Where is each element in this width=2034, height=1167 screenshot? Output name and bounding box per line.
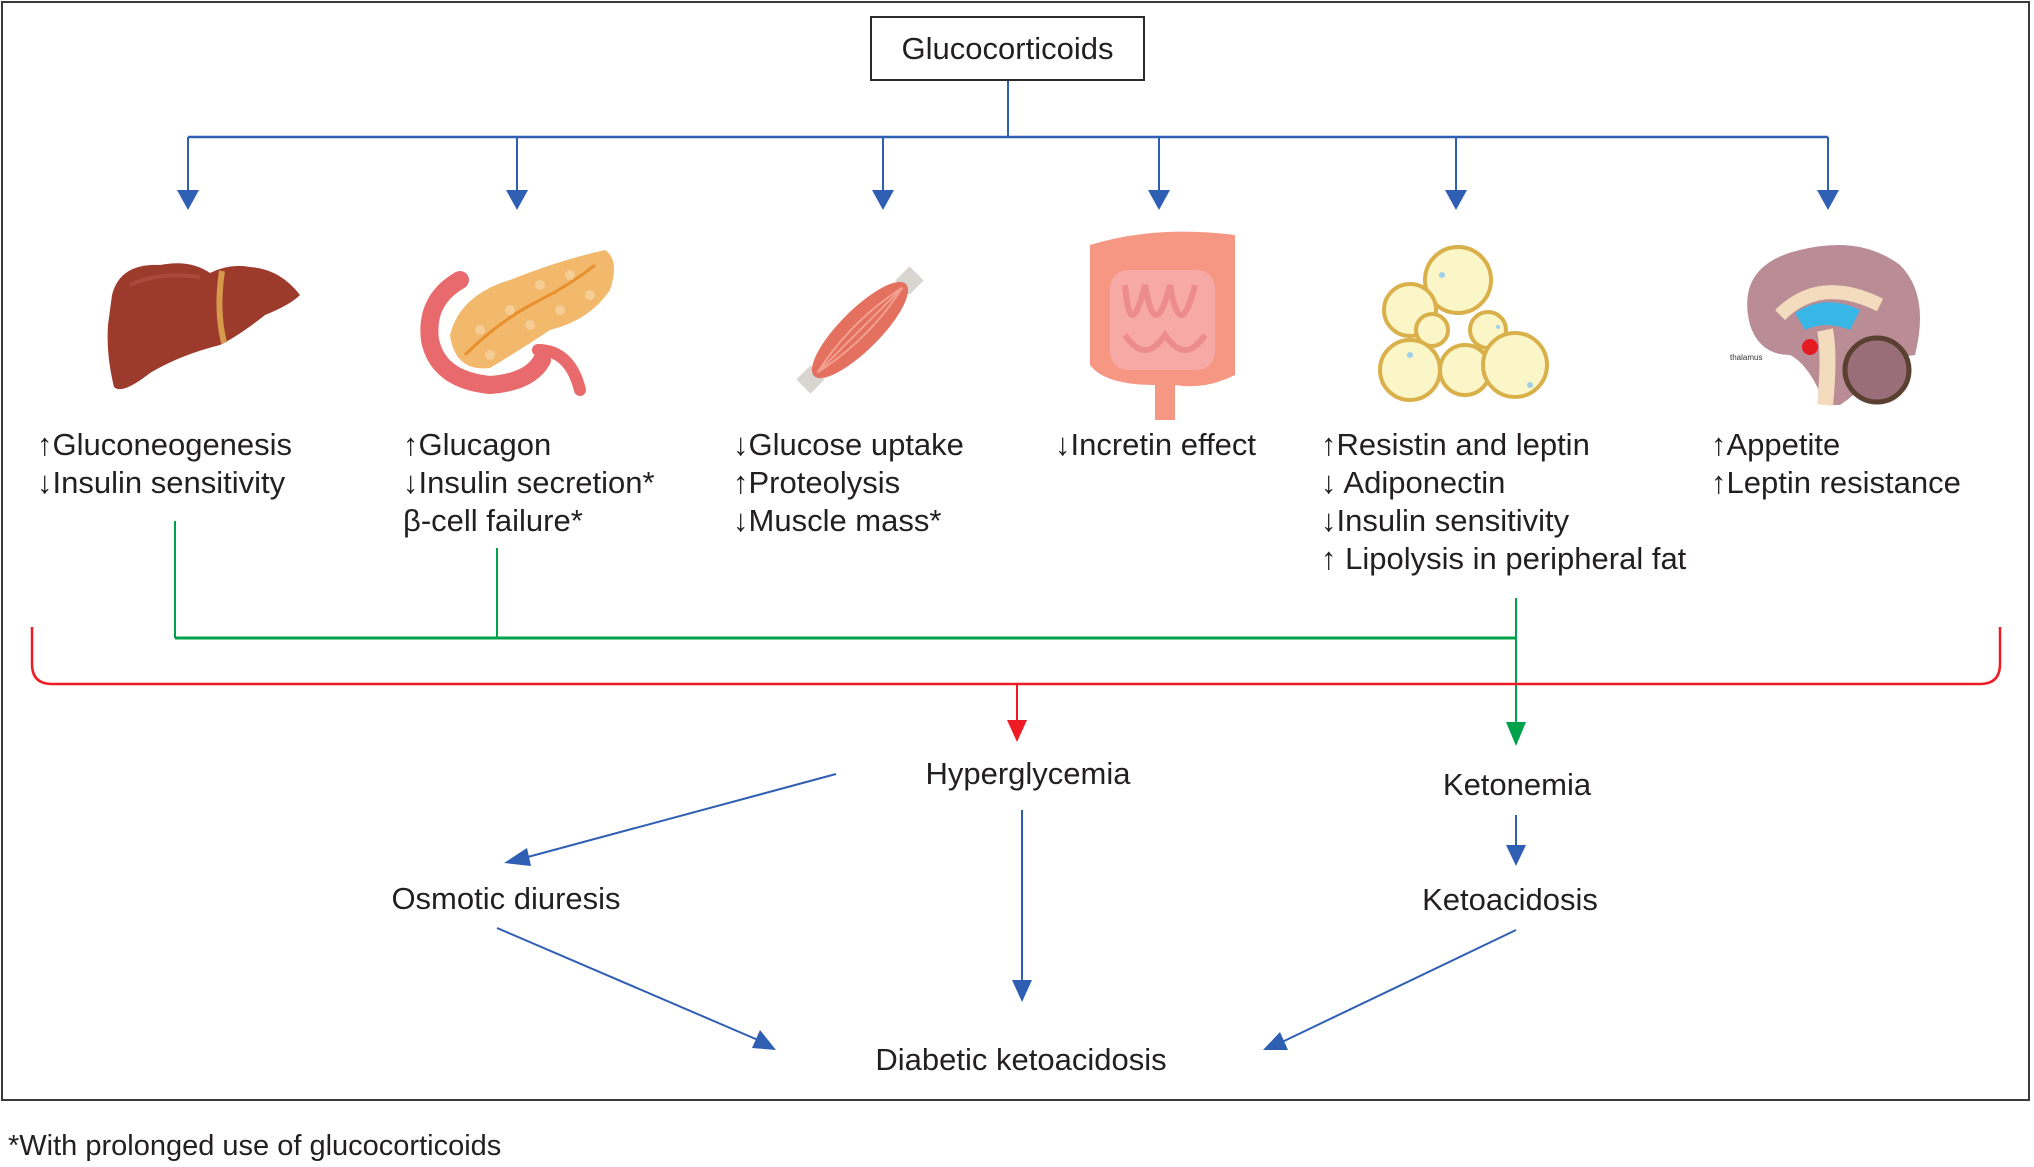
effect-item: ↓Incretin effect [1055, 427, 1257, 462]
intestine-icon [1090, 231, 1235, 420]
brain-effects: ↑Appetite ↑Leptin resistance [1711, 426, 1961, 502]
arrow-osmotic-to-dka [496, 927, 759, 1041]
green-arrowhead-ketonemia [1506, 722, 1526, 746]
effect-item: ↑Leptin resistance [1711, 465, 1961, 500]
liver-icon [107, 263, 300, 390]
red-arrowhead-hyperglycemia [1007, 720, 1027, 742]
organ-arrows [177, 137, 1839, 210]
pancreas-effects: ↑Glucagon ↓Insulin secretion* β-cell fai… [403, 426, 655, 540]
title-label: Glucocorticoids [901, 30, 1114, 66]
brain-icon: thalamus [1730, 245, 1920, 406]
arrowhead-intestine [1148, 190, 1170, 210]
ketoacidosis-node: Ketoacidosis [1422, 882, 1598, 917]
arrowhead-adipose [1445, 190, 1467, 210]
effect-item: ↓Insulin secretion* [403, 465, 655, 500]
footnote: *With prolonged use of glucocorticoids [8, 1130, 502, 1162]
liver-effects: ↑Gluconeogenesis ↓Insulin sensitivity [37, 426, 292, 502]
thalamus-label: thalamus [1730, 353, 1762, 362]
arrowhead-liver [177, 190, 199, 210]
hyperglycemia-node: Hyperglycemia [925, 756, 1131, 791]
arrowhead-pancreas [506, 190, 528, 210]
red-bracket [30, 627, 2002, 686]
arrowhead-osmotic [504, 848, 531, 866]
effect-item: ↑Gluconeogenesis [37, 427, 293, 462]
ketogenic-pathway [174, 521, 1526, 746]
arrowhead-dka-right [1263, 1032, 1288, 1050]
effect-item: ↓Muscle mass* [733, 503, 942, 538]
osmotic-diuresis-node: Osmotic diuresis [391, 881, 621, 916]
effect-item: β-cell failure* [403, 503, 583, 538]
ketonemia-node: Ketonemia [1442, 767, 1592, 802]
adipose-cells-icon [1378, 245, 1549, 402]
intestine-effects: ↓Incretin effect [1055, 426, 1256, 464]
hyperglycemic-bracket [30, 627, 2002, 742]
arrowhead-muscle [872, 190, 894, 210]
effect-item: ↓Insulin sensitivity [1321, 503, 1570, 538]
pancreas-icon [420, 250, 614, 396]
effect-item: ↑Proteolysis [733, 465, 901, 500]
glucocorticoids-box: Glucocorticoids [870, 16, 1145, 81]
adipose-effects: ↑Resistin and leptin ↓ Adiponectin ↓Insu… [1321, 426, 1686, 578]
arrow-hyperglycemia-to-osmotic [523, 773, 837, 859]
effect-item: ↑ Lipolysis in peripheral fat [1321, 541, 1687, 576]
effect-item: ↓Glucose uptake [733, 427, 964, 462]
arrowhead-dka-center [1012, 980, 1032, 1002]
muscle-icon [796, 266, 924, 394]
effect-item: ↑Appetite [1711, 427, 1841, 462]
effect-item: ↑Resistin and leptin [1321, 427, 1590, 462]
outcome-arrows [496, 773, 1526, 1050]
arrowhead-brain [1817, 190, 1839, 210]
arrowhead-ketoacidosis [1506, 845, 1526, 866]
muscle-effects: ↓Glucose uptake ↑Proteolysis ↓Muscle mas… [733, 426, 964, 540]
arrowhead-dka-left [752, 1030, 776, 1050]
diabetic-ketoacidosis-node: Diabetic ketoacidosis [875, 1042, 1167, 1077]
effect-item: ↓Insulin sensitivity [37, 465, 286, 500]
effect-item: ↑Glucagon [403, 427, 552, 462]
arrow-ketoacidosis-to-dka [1281, 929, 1517, 1043]
effect-item: ↓ Adiponectin [1321, 465, 1506, 500]
diagram-frame [1, 1, 2030, 1101]
